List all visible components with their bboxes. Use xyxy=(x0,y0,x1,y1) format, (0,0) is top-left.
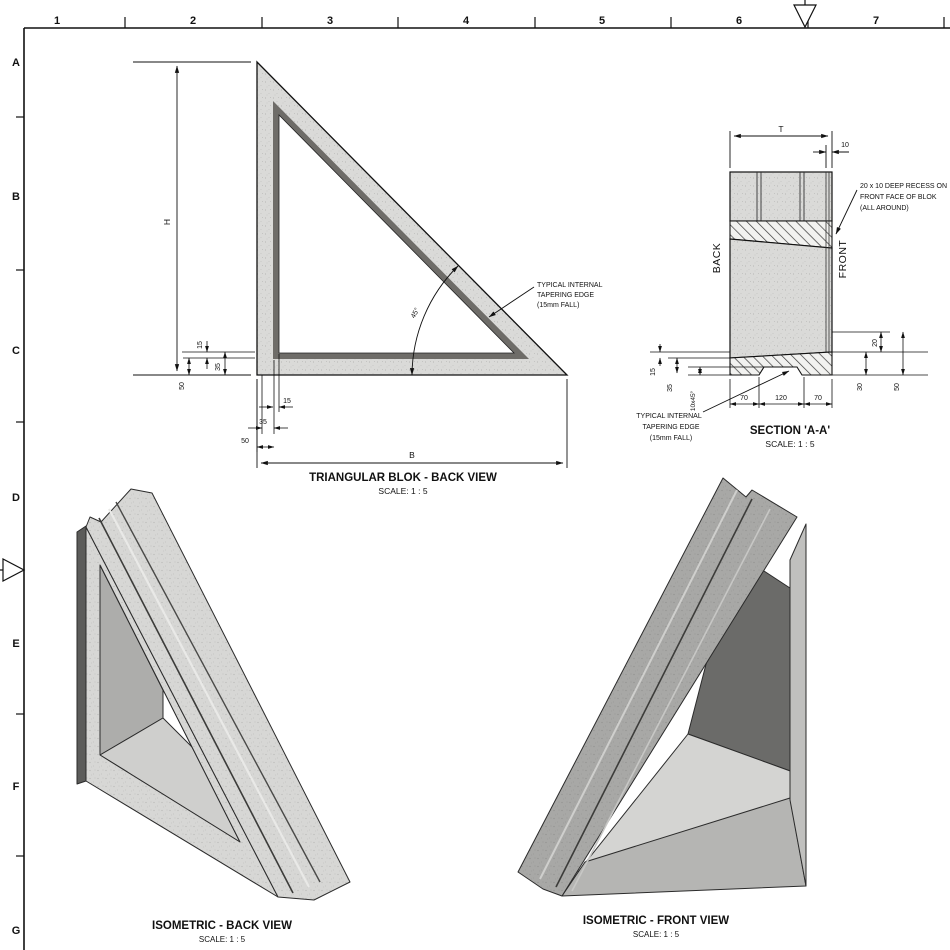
ruler-letter: C xyxy=(12,345,20,357)
recess-note-line: 20 x 10 DEEP RECESS ON xyxy=(860,183,947,190)
dim-15-bottom: 15 xyxy=(283,398,291,405)
ruler-letter: D xyxy=(12,492,20,504)
iso-back-title: ISOMETRIC - BACK VIEW xyxy=(152,920,292,932)
taper-note-sec-line: TAPERING EDGE xyxy=(642,424,699,431)
recess-note-line: (ALL AROUND) xyxy=(860,205,909,212)
dim-10x45-sec: 10x45° xyxy=(689,390,697,411)
dim-15-left: 15 xyxy=(197,341,204,349)
taper-note-line: TYPICAL INTERNAL xyxy=(537,282,603,289)
iso-front-scale: SCALE: 1 : 5 xyxy=(633,930,680,939)
recess-note-line: FRONT FACE OF BLOK xyxy=(860,194,937,201)
dim-35-left: 35 xyxy=(215,363,222,371)
ruler-number: 1 xyxy=(54,15,60,27)
dim-70-left: 70 xyxy=(740,395,748,402)
section-scale: SCALE: 1 : 5 xyxy=(765,439,814,449)
taper-note-line: TAPERING EDGE xyxy=(537,292,594,299)
top-ruler-numbers: 1 2 3 4 5 6 7 xyxy=(54,15,879,27)
left-ruler xyxy=(0,116,26,857)
dim-15-sec: 15 xyxy=(650,368,657,376)
ruler-letter: A xyxy=(12,57,20,69)
section-label-front: FRONT xyxy=(837,240,849,279)
dim-120: 120 xyxy=(775,395,787,402)
ruler-letter: E xyxy=(12,638,19,650)
back-view-drawing: H B 45° 15 35 50 xyxy=(133,60,603,496)
dim-10: 10 xyxy=(841,142,849,149)
taper-note-sec-line: TYPICAL INTERNAL xyxy=(636,413,702,420)
sheet-border xyxy=(23,27,950,950)
ruler-number: 5 xyxy=(599,15,605,27)
iso-back-scale: SCALE: 1 : 5 xyxy=(199,935,246,944)
ruler-number: 2 xyxy=(190,15,196,27)
back-view-title: TRIANGULAR BLOK - BACK VIEW xyxy=(309,472,497,484)
dim-50-left: 50 xyxy=(179,382,186,390)
ruler-number: 3 xyxy=(327,15,333,27)
iso-front-drawing xyxy=(517,477,807,897)
left-ruler-letters: A B C D E F G xyxy=(12,57,21,937)
section-label-back: BACK xyxy=(711,243,723,274)
iso-front-title: ISOMETRIC - FRONT VIEW xyxy=(583,915,729,927)
dim-35-sec: 35 xyxy=(667,384,674,392)
taper-note-line: (15mm FALL) xyxy=(537,302,579,309)
section-title: SECTION 'A-A' xyxy=(750,425,830,437)
ruler-letter: G xyxy=(12,925,21,937)
dim-35-bottom: 35 xyxy=(259,419,267,426)
dim-30-sec: 30 xyxy=(857,383,864,391)
dim-20-sec: 20 xyxy=(872,339,879,347)
dim-h: H xyxy=(162,219,172,225)
ruler-letter: F xyxy=(13,781,20,793)
taper-note-sec-line: (15mm FALL) xyxy=(650,435,692,442)
iso-back-drawing xyxy=(76,488,351,901)
dim-t: T xyxy=(778,124,783,134)
ruler-number: 6 xyxy=(736,15,742,27)
dim-50-bottom: 50 xyxy=(241,438,249,445)
dim-70-right: 70 xyxy=(814,395,822,402)
ruler-letter: B xyxy=(12,191,20,203)
section-view-drawing: BACK FRONT T 10 20 x 10 DEEP RECESS ON F… xyxy=(636,124,947,449)
top-ruler xyxy=(124,0,945,29)
dim-b: B xyxy=(409,450,415,460)
ruler-number: 7 xyxy=(873,15,879,27)
back-view-scale: SCALE: 1 : 5 xyxy=(378,486,427,496)
dim-50-sec: 50 xyxy=(894,383,901,391)
ruler-number: 4 xyxy=(463,15,470,27)
